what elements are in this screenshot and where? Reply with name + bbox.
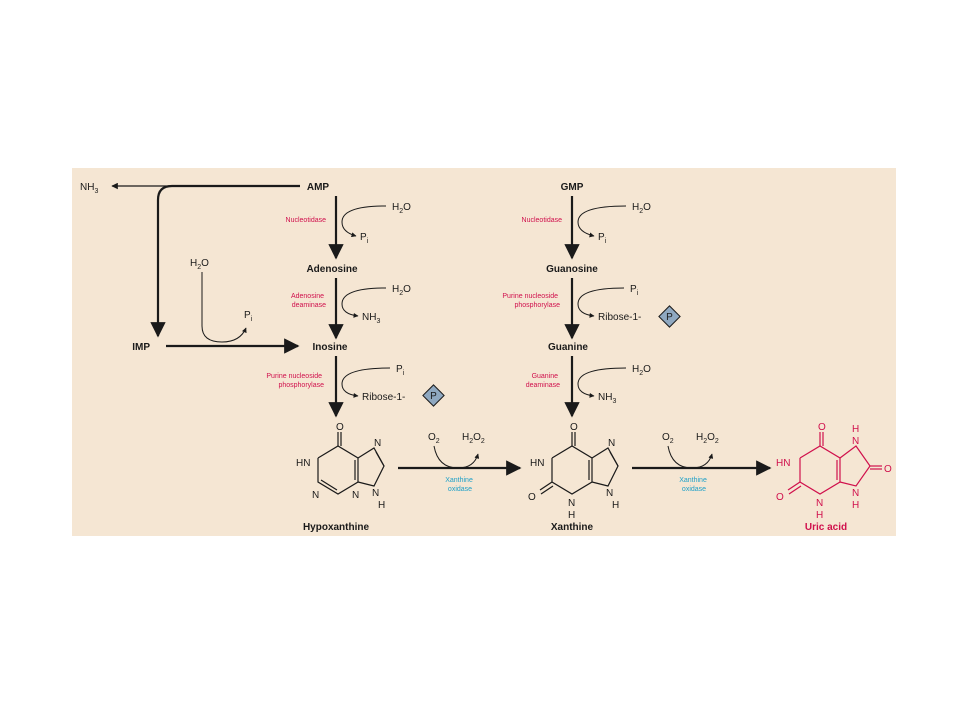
compound-adenosine: Adenosine bbox=[306, 264, 358, 275]
nucleotidase-left-side-arrow bbox=[341, 205, 387, 238]
svg-text:P: P bbox=[666, 312, 673, 323]
hypoxanthine-o: O bbox=[336, 422, 344, 433]
uric-acid-structure bbox=[787, 432, 882, 495]
uric-acid-h-top: H bbox=[852, 424, 859, 435]
enzyme-nucleotidase-right: Nucleotidase bbox=[522, 217, 563, 224]
pi-label: Pi bbox=[244, 310, 253, 323]
enzyme-guanine-deaminase: Guanine deaminase bbox=[526, 373, 560, 389]
compound-hypoxanthine: Hypoxanthine bbox=[303, 522, 370, 533]
pnp-right-side-arrow bbox=[577, 287, 625, 318]
compound-uric-acid: Uric acid bbox=[805, 522, 847, 533]
hypoxanthine-structure bbox=[317, 432, 385, 495]
h2o-label: H2O bbox=[392, 284, 411, 297]
hypoxanthine-n1: N bbox=[312, 490, 319, 501]
ribose-1-label: Ribose-1- bbox=[598, 312, 641, 323]
xanthine-n1: N bbox=[568, 498, 575, 509]
h2o-label: H2O bbox=[632, 364, 651, 377]
imp-hydrolysis-side-arrow bbox=[201, 272, 247, 343]
uric-acid-o-right: O bbox=[884, 464, 892, 475]
compound-amp: AMP bbox=[307, 182, 330, 193]
pi-label: Pi bbox=[630, 284, 639, 297]
o2-label: O2 bbox=[428, 432, 440, 445]
pi-label: Pi bbox=[598, 232, 607, 245]
svg-text:P: P bbox=[430, 391, 437, 402]
xanthine-structure bbox=[539, 432, 619, 495]
pi-label: Pi bbox=[396, 364, 405, 377]
enzyme-nucleotidase-left: Nucleotidase bbox=[286, 217, 327, 224]
hypoxanthine-n2: N bbox=[352, 490, 359, 501]
uric-acid-h1: H bbox=[816, 510, 823, 521]
xanthine-n3: N bbox=[606, 488, 613, 499]
phosphate-badge-left: P bbox=[422, 384, 445, 407]
h2o-label: H2O bbox=[392, 202, 411, 215]
enzyme-xanthine-oxidase-2: Xanthine oxidase bbox=[679, 477, 709, 493]
uric-acid-n3: N bbox=[852, 488, 859, 499]
xanthine-n2: N bbox=[608, 438, 615, 449]
nh3-label: NH3 bbox=[362, 312, 380, 325]
hypoxanthine-h: H bbox=[378, 500, 385, 511]
h2o-label: H2O bbox=[632, 202, 651, 215]
h2o2-label: H2O2 bbox=[462, 432, 485, 445]
compound-guanine: Guanine bbox=[548, 342, 588, 353]
compound-gmp: GMP bbox=[561, 182, 584, 193]
xanthine-o-left: O bbox=[528, 492, 536, 503]
compound-xanthine: Xanthine bbox=[551, 522, 594, 533]
xanthine-o-top: O bbox=[570, 422, 578, 433]
enzyme-adenosine-deaminase: Adenosine deaminase bbox=[291, 293, 326, 309]
pnp-left-side-arrow bbox=[341, 367, 391, 398]
uric-acid-n2: N bbox=[852, 436, 859, 447]
hypoxanthine-n3: N bbox=[374, 438, 381, 449]
hypoxanthine-n4: N bbox=[372, 488, 379, 499]
nucleotidase-right-side-arrow bbox=[577, 205, 627, 238]
enzyme-pnp-right: Purine nucleoside phosphorylase bbox=[502, 293, 560, 309]
compound-inosine: Inosine bbox=[312, 342, 347, 353]
h2o-label: H2O bbox=[190, 258, 209, 271]
xanthine-h2: H bbox=[612, 500, 619, 511]
nh3-label: NH3 bbox=[598, 392, 616, 405]
h2o2-label: H2O2 bbox=[696, 432, 719, 445]
ribose-1-label: Ribose-1- bbox=[362, 392, 405, 403]
uric-acid-hn: HN bbox=[776, 458, 790, 469]
pi-label: Pi bbox=[360, 232, 369, 245]
compound-imp: IMP bbox=[132, 342, 150, 353]
guanine-deaminase-side-arrow bbox=[577, 367, 627, 398]
adenosine-deaminase-side-arrow bbox=[341, 287, 387, 318]
phosphate-badge-right: P bbox=[658, 305, 681, 328]
diagram-panel bbox=[72, 168, 896, 536]
amp-to-imp-arrow bbox=[150, 184, 300, 338]
xo2-side-arrow bbox=[667, 445, 714, 469]
o2-label: O2 bbox=[662, 432, 674, 445]
uric-acid-n1: N bbox=[816, 498, 823, 509]
enzyme-pnp-left: Purine nucleoside phosphorylase bbox=[266, 373, 324, 389]
xo1-side-arrow bbox=[433, 445, 480, 469]
xanthine-hn: HN bbox=[530, 458, 544, 469]
enzyme-xanthine-oxidase-1: Xanthine oxidase bbox=[445, 477, 475, 493]
uric-acid-o-left: O bbox=[776, 492, 784, 503]
nh3-product-top: NH3 bbox=[80, 182, 98, 195]
uric-acid-h2: H bbox=[852, 500, 859, 511]
xanthine-h1: H bbox=[568, 510, 575, 521]
hypoxanthine-hn: HN bbox=[296, 458, 310, 469]
uric-acid-o-top: O bbox=[818, 422, 826, 433]
compound-guanosine: Guanosine bbox=[546, 264, 598, 275]
